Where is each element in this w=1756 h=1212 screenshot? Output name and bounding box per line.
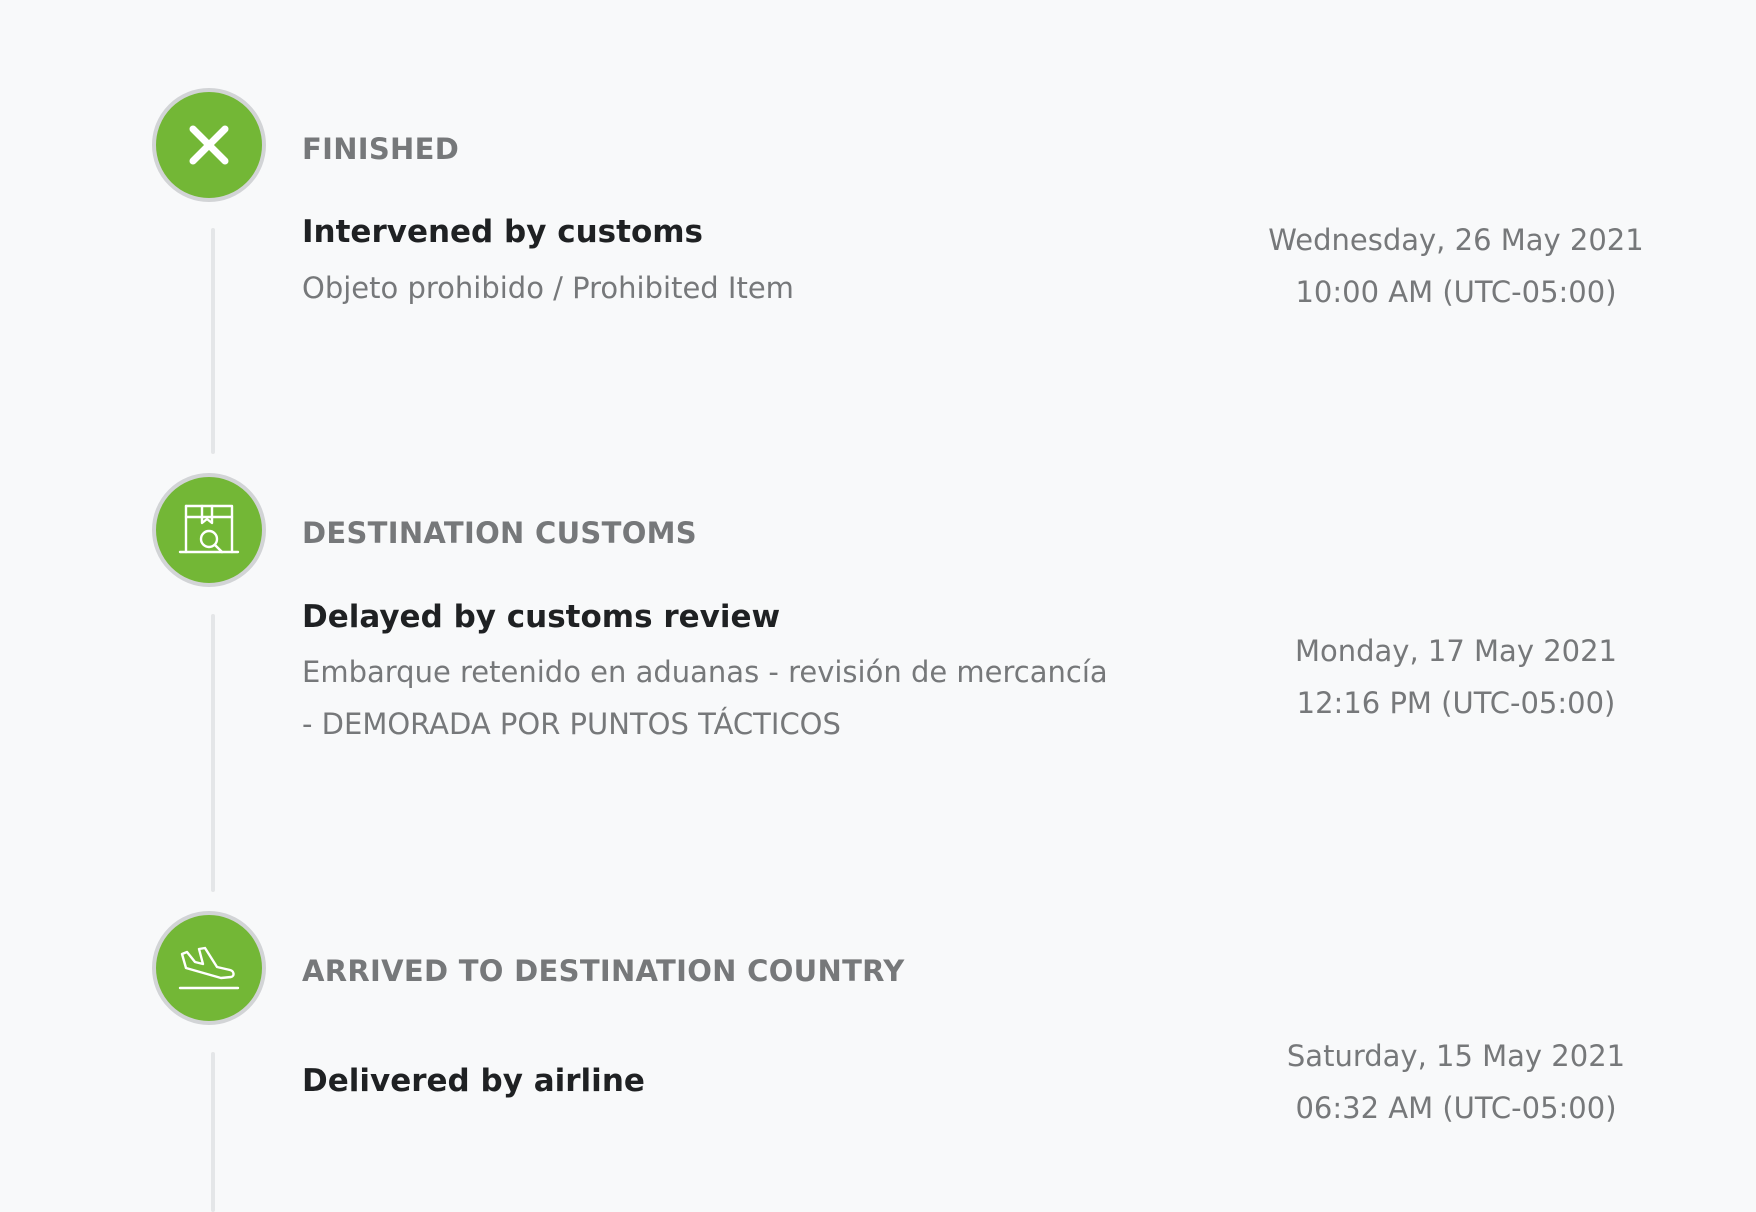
event-date: Monday, 17 May 2021 <box>1294 634 1618 668</box>
event-date: Wednesday, 26 May 2021 <box>1268 223 1644 257</box>
status-badge <box>152 88 266 202</box>
event-title: Intervened by customs <box>302 214 704 250</box>
event-title: Delayed by customs review <box>302 599 781 635</box>
event-datetime: Wednesday, 26 May 2021 10:00 AM (UTC-05:… <box>1236 214 1676 318</box>
customs-package-search-icon <box>178 504 240 554</box>
plane-landing-icon <box>178 946 240 990</box>
event-datetime: Saturday, 15 May 2021 06:32 AM (UTC-05:0… <box>1236 1030 1676 1134</box>
event-stage: DESTINATION CUSTOMS <box>302 516 697 550</box>
timeline-connector <box>211 614 215 892</box>
event-date: Saturday, 15 May 2021 <box>1286 1039 1626 1073</box>
event-time: 12:16 PM (UTC-05:00) <box>1296 686 1616 720</box>
status-badge <box>152 911 266 1025</box>
timeline-connector <box>211 228 215 454</box>
close-icon <box>189 125 229 165</box>
event-datetime: Monday, 17 May 2021 12:16 PM (UTC-05:00) <box>1236 625 1676 729</box>
event-detail: Embarque retenido en aduanas - revisión … <box>302 655 1108 741</box>
status-badge <box>152 473 266 587</box>
event-time: 10:00 AM (UTC-05:00) <box>1295 275 1617 309</box>
event-detail: Objeto prohibido / Prohibited Item <box>302 271 794 305</box>
timeline-connector <box>211 1052 215 1212</box>
event-stage: FINISHED <box>302 132 460 166</box>
event-time: 06:32 AM (UTC-05:00) <box>1295 1091 1617 1125</box>
event-stage: ARRIVED TO DESTINATION COUNTRY <box>302 954 905 988</box>
event-title: Delivered by airline <box>302 1063 645 1099</box>
